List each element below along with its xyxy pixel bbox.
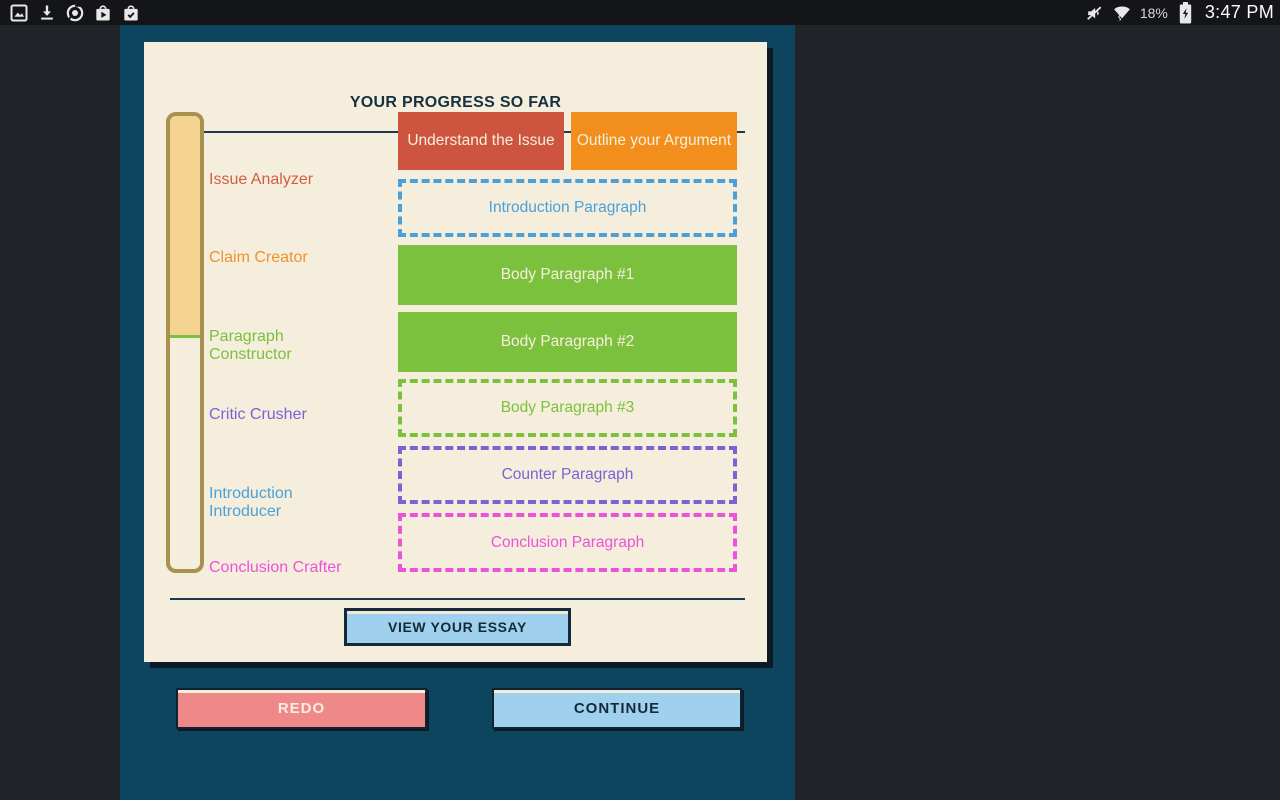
status-bar: 18% 3:47 PM xyxy=(0,0,1280,25)
milestone-claim-creator: Claim Creator xyxy=(209,249,308,266)
step-understand-the-issue: Understand the Issue xyxy=(398,112,564,170)
essay-steps: Understand the Issue Outline your Argume… xyxy=(398,42,737,662)
battery-charging-icon xyxy=(1175,1,1196,23)
step-counter-paragraph: Counter Paragraph xyxy=(398,446,737,504)
gallery-icon xyxy=(8,2,29,23)
step-body-paragraph-3: Body Paragraph #3 xyxy=(398,379,737,437)
progress-meter-fill xyxy=(170,116,200,338)
milestone-introduction-introducer: Introduction Introducer xyxy=(209,485,293,520)
step-introduction-paragraph: Introduction Paragraph xyxy=(398,179,737,237)
milestone-critic-crusher: Critic Crusher xyxy=(209,406,307,423)
milestone-paragraph-constructor: Paragraph Constructor xyxy=(209,328,292,363)
mute-icon xyxy=(1084,2,1105,23)
clock: 3:47 PM xyxy=(1204,2,1274,22)
battery-percent: 18% xyxy=(1139,4,1168,21)
page-title: YOUR PROGRESS SO FAR xyxy=(349,94,562,111)
play-store-icon xyxy=(92,2,113,23)
redo-button[interactable]: REDO xyxy=(176,688,427,729)
bag-check-icon xyxy=(120,2,141,23)
view-your-essay-button[interactable]: VIEW YOUR ESSAY xyxy=(344,608,571,646)
continue-button[interactable]: CONTINUE xyxy=(492,688,742,729)
wifi-icon xyxy=(1112,2,1133,23)
step-body-paragraph-2: Body Paragraph #2 xyxy=(398,312,737,372)
download-icon xyxy=(36,2,57,23)
milestone-conclusion-crafter: Conclusion Crafter xyxy=(209,559,342,576)
progress-card: YOUR PROGRESS SO FAR Issue Analyzer Clai… xyxy=(144,42,767,662)
notification-icons xyxy=(0,2,141,23)
divider-bottom xyxy=(170,598,745,600)
progress-meter xyxy=(166,112,204,573)
milestone-issue-analyzer: Issue Analyzer xyxy=(209,171,314,188)
system-status-icons: 18% 3:47 PM xyxy=(1084,1,1280,23)
step-conclusion-paragraph: Conclusion Paragraph xyxy=(398,513,737,572)
step-outline-your-argument: Outline your Argument xyxy=(571,112,737,170)
step-body-paragraph-1: Body Paragraph #1 xyxy=(398,245,737,305)
chrome-icon xyxy=(64,2,85,23)
